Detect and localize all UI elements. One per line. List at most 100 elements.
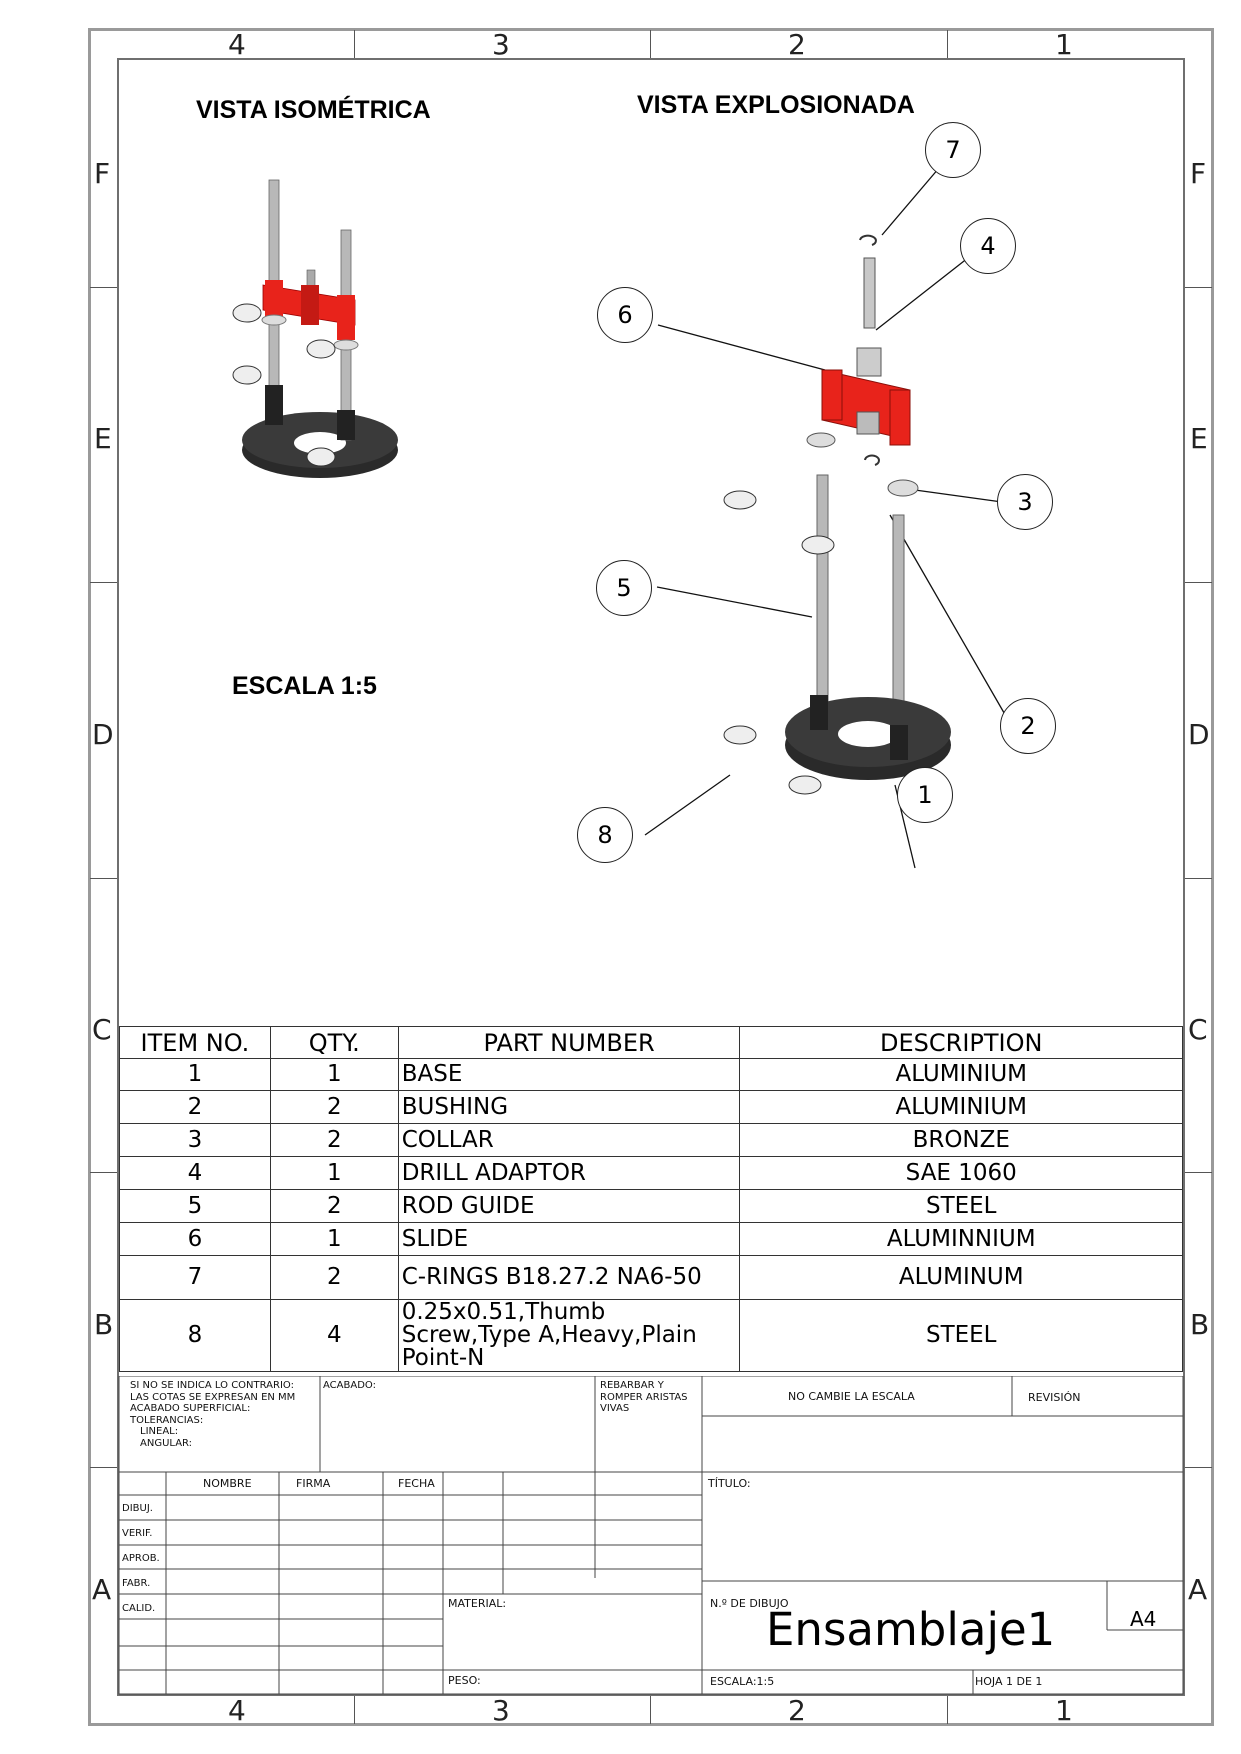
note-line: ROMPER ARISTAS xyxy=(600,1391,688,1403)
bom-header-item: ITEM NO. xyxy=(119,1026,271,1059)
bom-part: COLLAR xyxy=(397,1123,741,1157)
exploded-view-image xyxy=(644,167,1008,869)
bom-row: 8 4 0.25x0.51,Thumb Screw,Type A,Heavy,P… xyxy=(119,1299,1183,1372)
balloon-6: 6 xyxy=(597,287,653,343)
bom-item: 7 xyxy=(119,1255,271,1300)
bom-part-line: Point-N xyxy=(401,1345,485,1371)
finish-label: ACABADO: xyxy=(323,1380,376,1391)
bom-part: DRILL ADAPTOR xyxy=(397,1156,741,1190)
drawing-number: Ensamblaje1 xyxy=(766,1603,1056,1656)
zone-divider xyxy=(90,287,117,288)
bom-part-line: Screw,Type A,Heavy,Plain xyxy=(401,1322,697,1348)
bom-header-description: DESCRIPTION xyxy=(739,1026,1183,1059)
zone-col-label: 3 xyxy=(492,1694,510,1727)
bom-qty: 1 xyxy=(269,1156,399,1190)
zone-divider xyxy=(90,1467,117,1468)
exploded-view-title: VISTA EXPLOSIONADA xyxy=(637,91,915,119)
bom-header-part: PART NUMBER xyxy=(397,1026,741,1059)
zone-col-label: 4 xyxy=(228,1694,246,1727)
no-scale-note: NO CAMBIE LA ESCALA xyxy=(788,1390,915,1403)
role-quality: CALID. xyxy=(122,1603,156,1614)
zone-col-label: 1 xyxy=(1055,28,1073,61)
balloon-7: 7 xyxy=(925,122,981,178)
bom-header-row: ITEM NO. QTY. PART NUMBER DESCRIPTION xyxy=(119,1026,1183,1059)
zone-row-label: C xyxy=(1188,1013,1208,1046)
zone-divider xyxy=(650,1696,651,1724)
note-line: VIVAS xyxy=(600,1403,630,1414)
name-header: NOMBRE xyxy=(203,1477,252,1490)
bom-item: 5 xyxy=(119,1189,271,1223)
bom-description: STEEL xyxy=(739,1189,1183,1223)
zone-row-label: E xyxy=(94,422,112,455)
isometric-view-title: VISTA ISOMÉTRICA xyxy=(196,96,431,124)
bom-part: BUSHING xyxy=(397,1090,741,1124)
role-manufacturing: FABR. xyxy=(122,1578,151,1589)
signature-header: FIRMA xyxy=(296,1477,331,1490)
balloon-8: 8 xyxy=(577,807,633,863)
zone-row-label: F xyxy=(1190,157,1207,190)
bom-header-qty: QTY. xyxy=(269,1026,399,1059)
zone-row-label: A xyxy=(1188,1573,1208,1606)
note-line: LAS COTAS SE EXPRESAN EN MM xyxy=(130,1391,296,1403)
isometric-assembly-image xyxy=(232,179,398,478)
bom-qty: 4 xyxy=(269,1299,399,1372)
bom-row: 7 2 C-RINGS B18.27.2 NA6-50 ALUMINUM xyxy=(119,1255,1183,1300)
zone-divider xyxy=(1185,878,1212,879)
zone-row-label: A xyxy=(92,1573,112,1606)
note-line: SI NO SE INDICA LO CONTRARIO: xyxy=(130,1380,294,1391)
zone-col-label: 2 xyxy=(788,1694,806,1727)
zone-divider xyxy=(947,1696,948,1724)
zone-divider xyxy=(354,1696,355,1724)
title-label: TÍTULO: xyxy=(708,1477,751,1490)
sheet-number: HOJA 1 DE 1 xyxy=(975,1675,1043,1688)
zone-row-label: D xyxy=(1188,718,1210,751)
note-line: LINEAL: xyxy=(140,1426,179,1437)
role-approved: APROB. xyxy=(122,1553,160,1564)
bom-part: C-RINGS B18.27.2 NA6-50 xyxy=(397,1255,741,1300)
drawing-outer-frame xyxy=(88,28,1214,1726)
bom-description: ALUMINIUM xyxy=(739,1090,1183,1124)
role-checked: VERIF. xyxy=(122,1528,153,1539)
balloon-5: 5 xyxy=(596,560,652,616)
note-line: ANGULAR: xyxy=(140,1437,193,1449)
zone-col-label: 4 xyxy=(228,28,246,61)
bom-part-line: 0.25x0.51,Thumb xyxy=(401,1299,606,1325)
bom-qty: 1 xyxy=(269,1058,399,1091)
drawing-number-label: N.º DE DIBUJO xyxy=(710,1597,789,1610)
zone-col-label: 1 xyxy=(1055,1694,1073,1727)
balloon-2: 2 xyxy=(1000,698,1056,754)
material-label: MATERIAL: xyxy=(448,1597,507,1610)
balloon-4: 4 xyxy=(960,218,1016,274)
bom-item: 3 xyxy=(119,1123,271,1157)
zone-col-label: 3 xyxy=(492,28,510,61)
bom-row: 4 1 DRILL ADAPTOR SAE 1060 xyxy=(119,1156,1183,1190)
bom-part: 0.25x0.51,Thumb Screw,Type A,Heavy,Plain… xyxy=(397,1299,741,1372)
bom-description: BRONZE xyxy=(739,1123,1183,1157)
zone-divider xyxy=(1185,582,1212,583)
bom-part: BASE xyxy=(397,1058,741,1091)
bom-qty: 1 xyxy=(269,1222,399,1256)
scale-value: ESCALA:1:5 xyxy=(710,1675,775,1688)
zone-row-label: E xyxy=(1190,422,1208,455)
title-block-grid xyxy=(118,1376,1184,1695)
deburr-note: REBARBAR Y ROMPER ARISTAS VIVAS xyxy=(600,1380,688,1415)
date-header: FECHA xyxy=(398,1477,435,1490)
bill-of-materials-table: ITEM NO. QTY. PART NUMBER DESCRIPTION 1 … xyxy=(119,1026,1183,1372)
note-line: TOLERANCIAS: xyxy=(130,1414,204,1426)
bom-row: 6 1 SLIDE ALUMINNIUM xyxy=(119,1222,1183,1256)
note-line: REBARBAR Y xyxy=(600,1380,664,1391)
bom-qty: 2 xyxy=(269,1090,399,1124)
bom-item: 1 xyxy=(119,1058,271,1091)
bom-row: 3 2 COLLAR BRONZE xyxy=(119,1123,1183,1157)
bom-row: 1 1 BASE ALUMINIUM xyxy=(119,1058,1183,1091)
zone-col-label: 2 xyxy=(788,28,806,61)
zone-divider xyxy=(354,30,355,58)
zone-divider xyxy=(90,1172,117,1173)
bom-qty: 2 xyxy=(269,1123,399,1157)
sheet-size: A4 xyxy=(1130,1607,1157,1631)
bom-description: SAE 1060 xyxy=(739,1156,1183,1190)
zone-divider xyxy=(1185,1467,1212,1468)
bom-qty: 2 xyxy=(269,1255,399,1300)
bom-description: ALUMINUM xyxy=(739,1255,1183,1300)
drawing-inner-frame xyxy=(117,58,1185,1696)
